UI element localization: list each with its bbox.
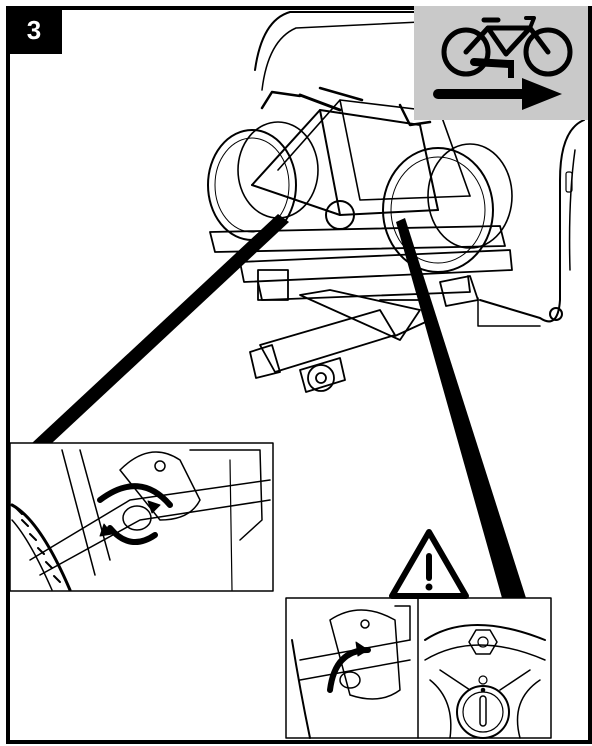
lock-cylinder-icon: [456, 685, 510, 739]
vehicle-rear: [254, 11, 585, 327]
detail-left-clamp: [9, 442, 274, 592]
page-frame: [6, 6, 592, 744]
bike-roll-right-icon: [414, 6, 588, 120]
detail-right-lock: [285, 597, 552, 739]
warning-triangle-icon: [389, 529, 469, 599]
step-number-badge: 3: [6, 6, 62, 54]
carrier-platform: [209, 225, 513, 393]
step-number: 3: [26, 14, 42, 45]
pictogram-art: [433, 16, 573, 110]
callout-wedges: [32, 214, 526, 598]
